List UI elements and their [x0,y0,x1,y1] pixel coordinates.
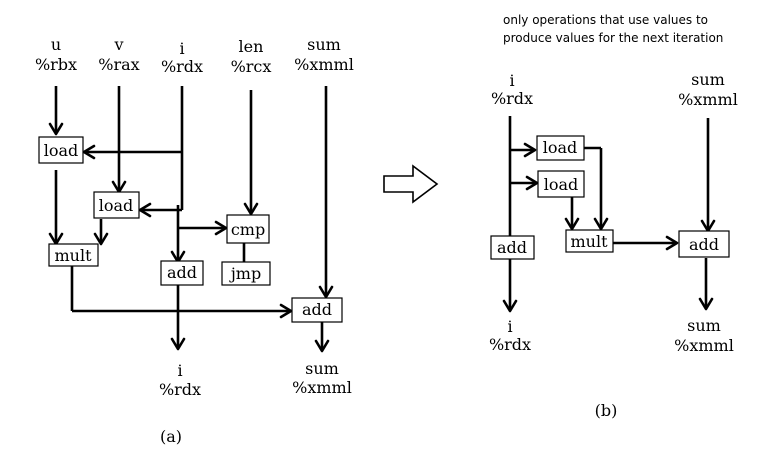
b-op-load-1: load [536,135,585,161]
input-i-name: i [179,39,184,58]
b-output-sum-reg: %xmml [674,336,734,355]
b-input-i-name: i [509,71,514,90]
input-sum-name: sum [307,35,341,54]
input-sum-reg: %xmml [294,55,354,74]
panel-a: u %rbx v %rax i %rdx len %rcx sum %xmml [35,35,354,446]
input-v-name: v [113,35,123,54]
b-output-sum-name: sum [687,316,721,335]
op-add-i-label: add [167,263,197,282]
op-load-u-label: load [44,141,79,160]
b-op-mult-label: mult [570,232,608,251]
transform-arrow-icon [383,164,439,204]
b-op-add-i-label: add [497,238,527,257]
b-op-load-1-label: load [543,138,578,157]
b-input-sum-name: sum [691,70,725,89]
b-op-add-sum-label: add [689,235,719,254]
output-sum-reg: %xmml [292,378,352,397]
b-input-i-reg: %rdx [491,89,533,108]
b-input-sum-reg: %xmml [678,90,738,109]
b-op-add-sum: add [678,230,730,258]
op-add-sum-label: add [302,300,332,319]
b-output-i-name: i [507,317,512,336]
op-cmp: cmp [226,214,270,244]
output-sum-name: sum [305,359,339,378]
op-load-u: load [38,136,84,164]
input-len-name: len [239,37,264,56]
note-line-2: produce values for the next iteration [503,31,723,45]
op-mult: mult [48,243,99,267]
caption-b: (b) [595,401,618,420]
input-len-reg: %rcx [231,57,272,76]
b-op-add-i: add [490,235,535,260]
op-load-v-label: load [99,196,134,215]
panel-b: only operations that use values to produ… [489,13,738,420]
op-cmp-label: cmp [231,220,265,239]
op-mult-label: mult [54,246,92,265]
b-op-load-2-label: load [544,175,579,194]
output-i-name: i [177,361,182,380]
op-jmp-label: jmp [229,264,261,283]
note-line-1: only operations that use values to [503,13,708,27]
b-op-mult: mult [565,229,614,253]
panel-a-wires [48,86,334,353]
op-add-i: add [160,260,204,286]
input-v-reg: %rax [98,55,139,74]
op-add-sum: add [291,297,343,323]
op-load-v: load [93,191,140,219]
b-output-i-reg: %rdx [489,335,531,354]
caption-a: (a) [160,427,182,446]
input-u-reg: %rbx [35,55,77,74]
op-jmp: jmp [221,261,271,286]
input-i-reg: %rdx [161,57,203,76]
input-u-name: u [51,35,61,54]
panel-b-wires [502,116,716,313]
b-op-load-2: load [537,170,585,198]
output-i-reg: %rdx [159,380,201,399]
